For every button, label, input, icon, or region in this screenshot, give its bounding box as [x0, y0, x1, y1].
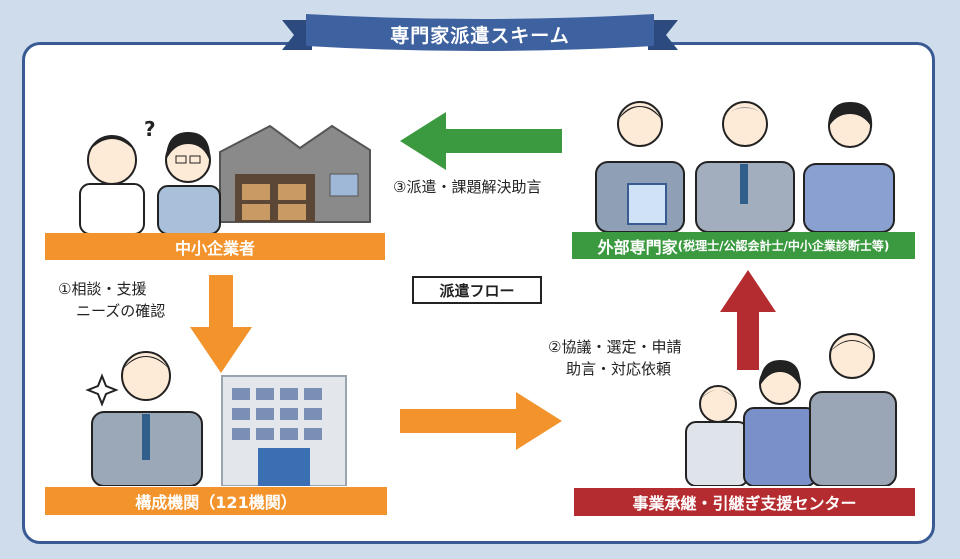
step3-note: ③派遣・課題解決助言: [393, 178, 542, 196]
sparkle-icon: [85, 373, 119, 407]
cheering-senior-man-icon: [809, 333, 897, 486]
green-arrow-left-icon: [400, 112, 562, 170]
expert-man-icon: [595, 101, 685, 232]
node-sme: 中小企業者: [45, 233, 385, 260]
expert-senior-man-icon: [695, 101, 795, 232]
experts-illustration: [595, 101, 895, 232]
step2-note: ②協議・選定・申請 助言・対応依頼: [548, 336, 681, 380]
svg-text:?: ?: [144, 117, 156, 141]
sme-illustration: ?: [79, 117, 371, 234]
step1-note: ①相談・支援 ニーズの確認: [58, 278, 165, 322]
flow-label: 派遣フロー: [439, 281, 515, 300]
center-illustration: [685, 333, 897, 486]
node-institution-label: 構成機関（121機関）: [135, 493, 297, 512]
node-experts-label: 外部専門家: [597, 237, 678, 257]
expert-woman-icon: [803, 102, 895, 232]
office-building-icon: [221, 375, 347, 486]
step2-line2: 助言・対応依頼: [566, 360, 672, 378]
node-sme-label: 中小企業者: [174, 238, 255, 258]
worried-woman-icon: [157, 132, 221, 234]
node-support-center: 事業承継・引継ぎ支援センター: [574, 488, 915, 516]
orange-arrow-down-icon: [190, 275, 252, 373]
node-experts-note: (税理士/公認会計士/中小企業診断士等): [677, 239, 890, 253]
orange-arrow-right-icon: [400, 392, 562, 450]
step1-line2: ニーズの確認: [76, 302, 166, 320]
page-title: 専門家派遣スキーム: [390, 25, 570, 47]
cheering-woman-icon: [743, 360, 817, 486]
red-arrow-up-icon: [720, 270, 776, 370]
title-ribbon: 専門家派遣スキーム: [282, 14, 678, 64]
factory-icon: [219, 124, 371, 223]
node-experts: 外部専門家 (税理士/公認会計士/中小企業診断士等): [572, 232, 915, 259]
staff-man-icon: [91, 351, 203, 486]
flow-label-box: 派遣フロー: [412, 276, 542, 304]
step1-line1: ①相談・支援: [58, 280, 147, 298]
cheering-man-icon: [685, 385, 749, 486]
node-institution: 構成機関（121機関）: [45, 487, 387, 515]
worried-man-icon: ?: [79, 117, 156, 234]
step2-line1: ②協議・選定・申請: [548, 338, 682, 356]
institution-illustration: [85, 351, 347, 486]
node-support-center-label: 事業承継・引継ぎ支援センター: [632, 494, 857, 513]
ribbon-shape: [282, 14, 678, 51]
